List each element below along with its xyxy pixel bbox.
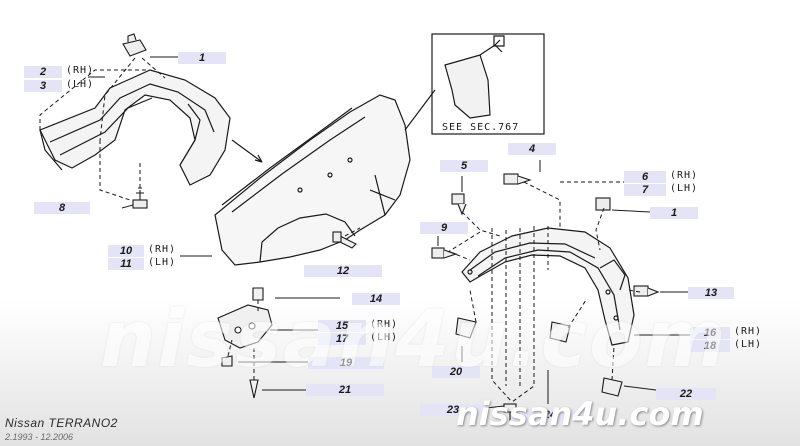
callout-part-10-side: (RH) [148, 244, 177, 255]
callout-part-1-right: 1 [650, 207, 698, 219]
callout-part-3: 3 [24, 80, 62, 92]
callout-leader-lines [88, 56, 700, 409]
callout-part-2-side: (RH) [66, 65, 95, 76]
model-name: Nissan TERRANO2 [5, 416, 118, 430]
callout-part-9: 9 [420, 222, 468, 234]
callout-part-11-side: (LH) [148, 257, 177, 268]
rear-fasteners-drawing [431, 173, 660, 422]
callout-part-15: 15 [318, 320, 366, 332]
callout-part-20: 20 [432, 366, 480, 378]
production-years: 2.1993 - 12.2006 [5, 432, 74, 442]
callout-part-11: 11 [108, 258, 144, 270]
callout-part-10: 10 [108, 245, 144, 257]
callout-part-16-side: (RH) [734, 326, 763, 337]
bracket-drawing [217, 287, 273, 399]
callout-part-12: 12 [304, 265, 382, 277]
callout-part-18-side: (LH) [734, 339, 763, 350]
callout-part-18: 18 [690, 340, 730, 352]
callout-part-24: 24 [512, 409, 588, 421]
fender-liner-drawing [39, 69, 231, 186]
clip-part-1-drawing [122, 33, 147, 57]
callout-part-23: 23 [420, 404, 486, 416]
bolt-part-12-drawing [332, 231, 357, 249]
mud-flap-inset [404, 33, 545, 135]
callout-part-3-side: (LH) [66, 79, 95, 90]
screw-part-8-drawing [132, 187, 148, 209]
callout-part-6: 6 [624, 171, 666, 183]
front-fender-drawing [214, 94, 411, 266]
callout-part-22: 22 [656, 388, 716, 400]
callout-part-2: 2 [24, 66, 62, 78]
callout-part-1-top: 1 [178, 52, 226, 64]
callout-part-14: 14 [352, 293, 400, 305]
watermark: nissan4u.com [100, 295, 728, 385]
callout-part-17: 17 [318, 333, 366, 345]
callout-part-5: 5 [440, 160, 488, 172]
callout-part-7: 7 [624, 184, 666, 196]
callout-part-4: 4 [508, 143, 556, 155]
background-fade [0, 300, 800, 446]
callout-part-15-side: (RH) [370, 319, 399, 330]
callout-part-17-side: (LH) [370, 332, 399, 343]
callout-part-13: 13 [688, 287, 734, 299]
callout-part-6-side: (RH) [670, 170, 699, 181]
reference-note: SEE SEC.767 [442, 122, 520, 133]
callout-part-16: 16 [690, 327, 730, 339]
fender-arrow [231, 139, 263, 163]
callout-part-8: 8 [34, 202, 90, 214]
callout-part-21: 21 [306, 384, 384, 396]
watermark-brand: nissan4u.com [456, 395, 704, 433]
callout-part-7-side: (LH) [670, 183, 699, 194]
callout-part-19: 19 [308, 357, 384, 369]
assembly-leader-lines [39, 57, 641, 403]
